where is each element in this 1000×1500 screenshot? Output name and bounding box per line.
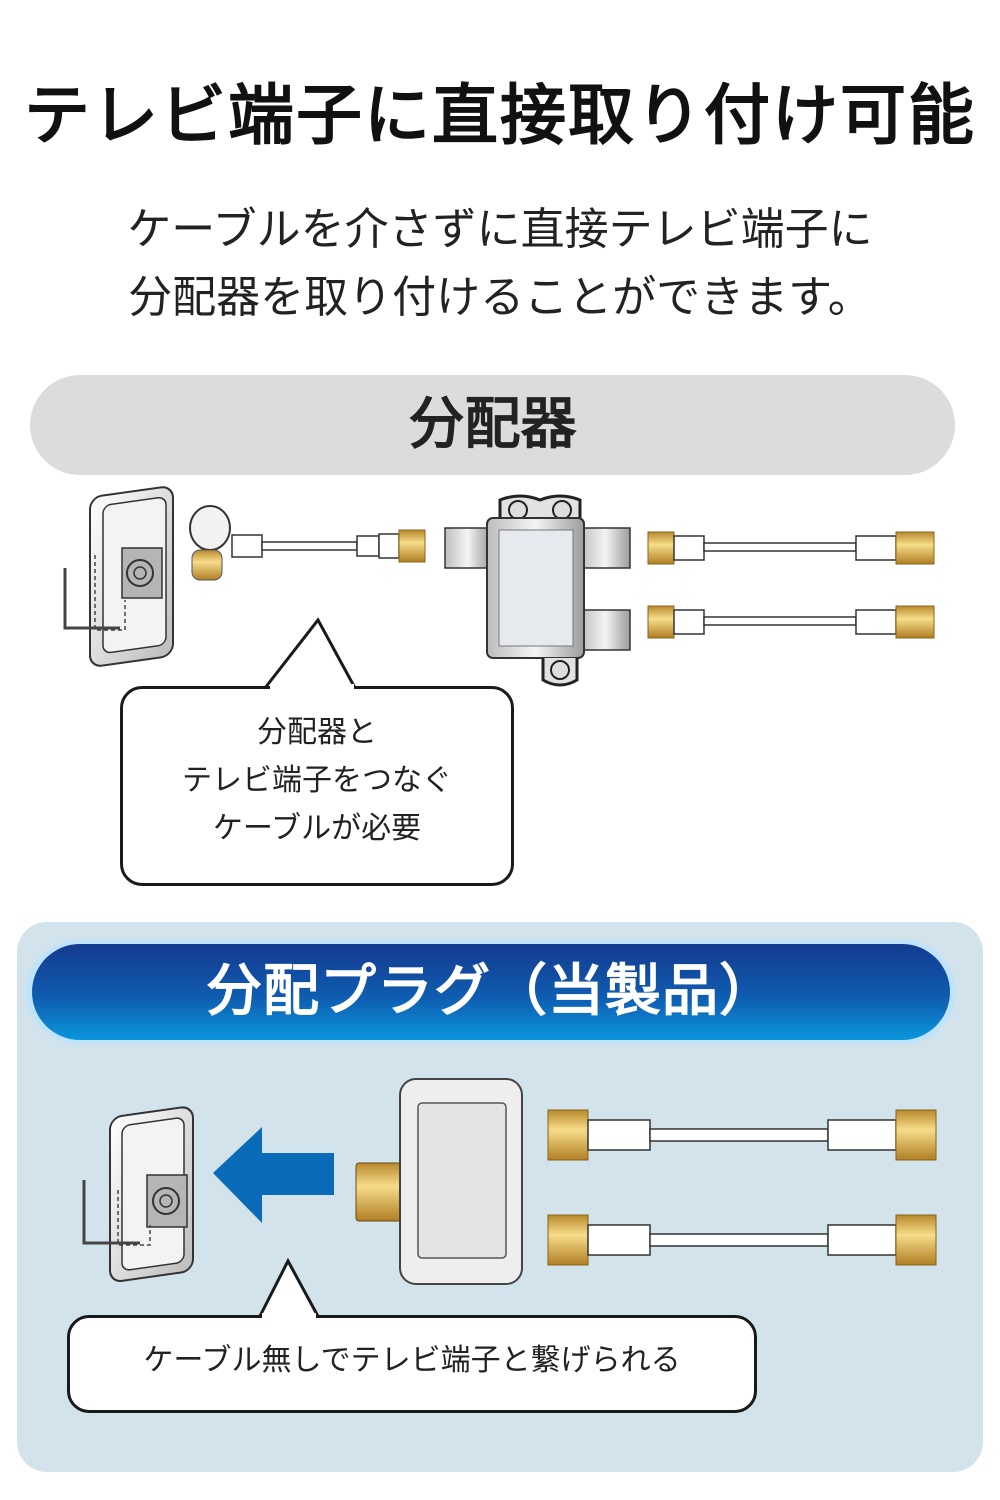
callout-tail-mask — [262, 1313, 316, 1319]
page-title: テレビ端子に直接取り付け可能 — [24, 77, 976, 154]
callout-line-1: 分配器と — [257, 715, 377, 750]
angle-plug-cable-icon — [189, 505, 426, 581]
tv-wall-outlet-icon — [82, 1106, 194, 1282]
callout-line-2: テレビ端子をつなぐ — [182, 763, 452, 798]
coax-cable-icon — [647, 531, 935, 565]
coax-cable-icon — [647, 605, 935, 639]
splitter-diagram — [63, 486, 935, 689]
plug-diagram — [82, 1078, 937, 1321]
subtitle-line-2: 分配器を取り付けることができます。 — [128, 272, 872, 323]
subtitle: ケーブルを介さずに直接テレビ端子に 分配器を取り付けることができます。 — [0, 196, 1000, 332]
tv-wall-outlet-icon — [63, 486, 174, 667]
product-section-label: 分配プラグ（当製品） — [32, 944, 950, 1040]
coax-cable-icon — [547, 1214, 937, 1266]
product-section-header: 分配プラグ（当製品） — [26, 940, 956, 1044]
coax-cable-icon — [547, 1109, 937, 1161]
subtitle-line-1: ケーブルを介さずに直接テレビ端子に — [127, 204, 873, 255]
arrow-left-icon — [213, 1127, 334, 1223]
splitter-section-header: 分配器 — [30, 375, 955, 475]
callout-tail-mask — [270, 684, 354, 690]
splitter-device-icon — [444, 494, 631, 687]
product-callout: ケーブル無しでテレビ端子と繋げられる — [67, 1315, 757, 1413]
splitter-callout: 分配器と テレビ端子をつなぐ ケーブルが必要 — [120, 686, 514, 886]
splitter-plug-icon — [355, 1078, 523, 1285]
callout-line-3: ケーブルが必要 — [212, 811, 422, 846]
